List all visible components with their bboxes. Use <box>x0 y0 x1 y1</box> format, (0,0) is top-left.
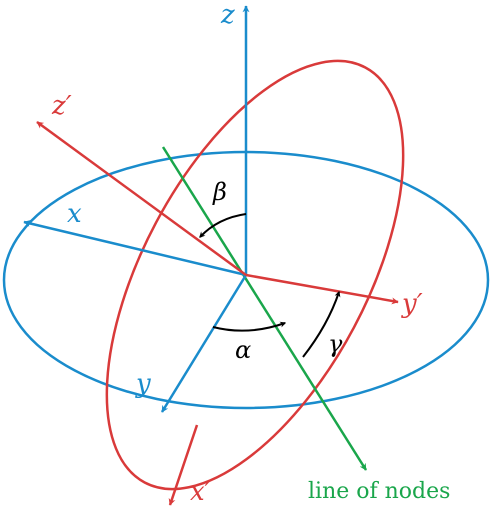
alpha-label: α <box>235 336 251 364</box>
line-of-nodes-label: line of nodes <box>308 479 450 504</box>
gamma-label: γ <box>328 330 343 358</box>
beta-label: β <box>212 178 227 206</box>
y-prime-axis-label: y′ <box>401 289 423 319</box>
y-prime-axis <box>245 273 399 305</box>
y-axis <box>160 274 248 413</box>
x-axis <box>23 220 247 277</box>
x-prime-axis-label: x′ <box>190 477 211 507</box>
y-axis-label: y <box>135 369 151 399</box>
rotated-plane-ellipse <box>105 59 405 491</box>
z-axis-label: z <box>220 0 235 30</box>
x-axis-label: x <box>67 199 82 229</box>
x-prime-axis <box>168 424 199 506</box>
alpha-arc <box>212 321 287 332</box>
z-prime-axis-label: z′ <box>51 91 72 121</box>
gamma-arc <box>302 290 341 358</box>
line-of-nodes <box>161 146 368 471</box>
beta-arc <box>199 213 247 238</box>
z-prime-axis <box>36 120 247 277</box>
